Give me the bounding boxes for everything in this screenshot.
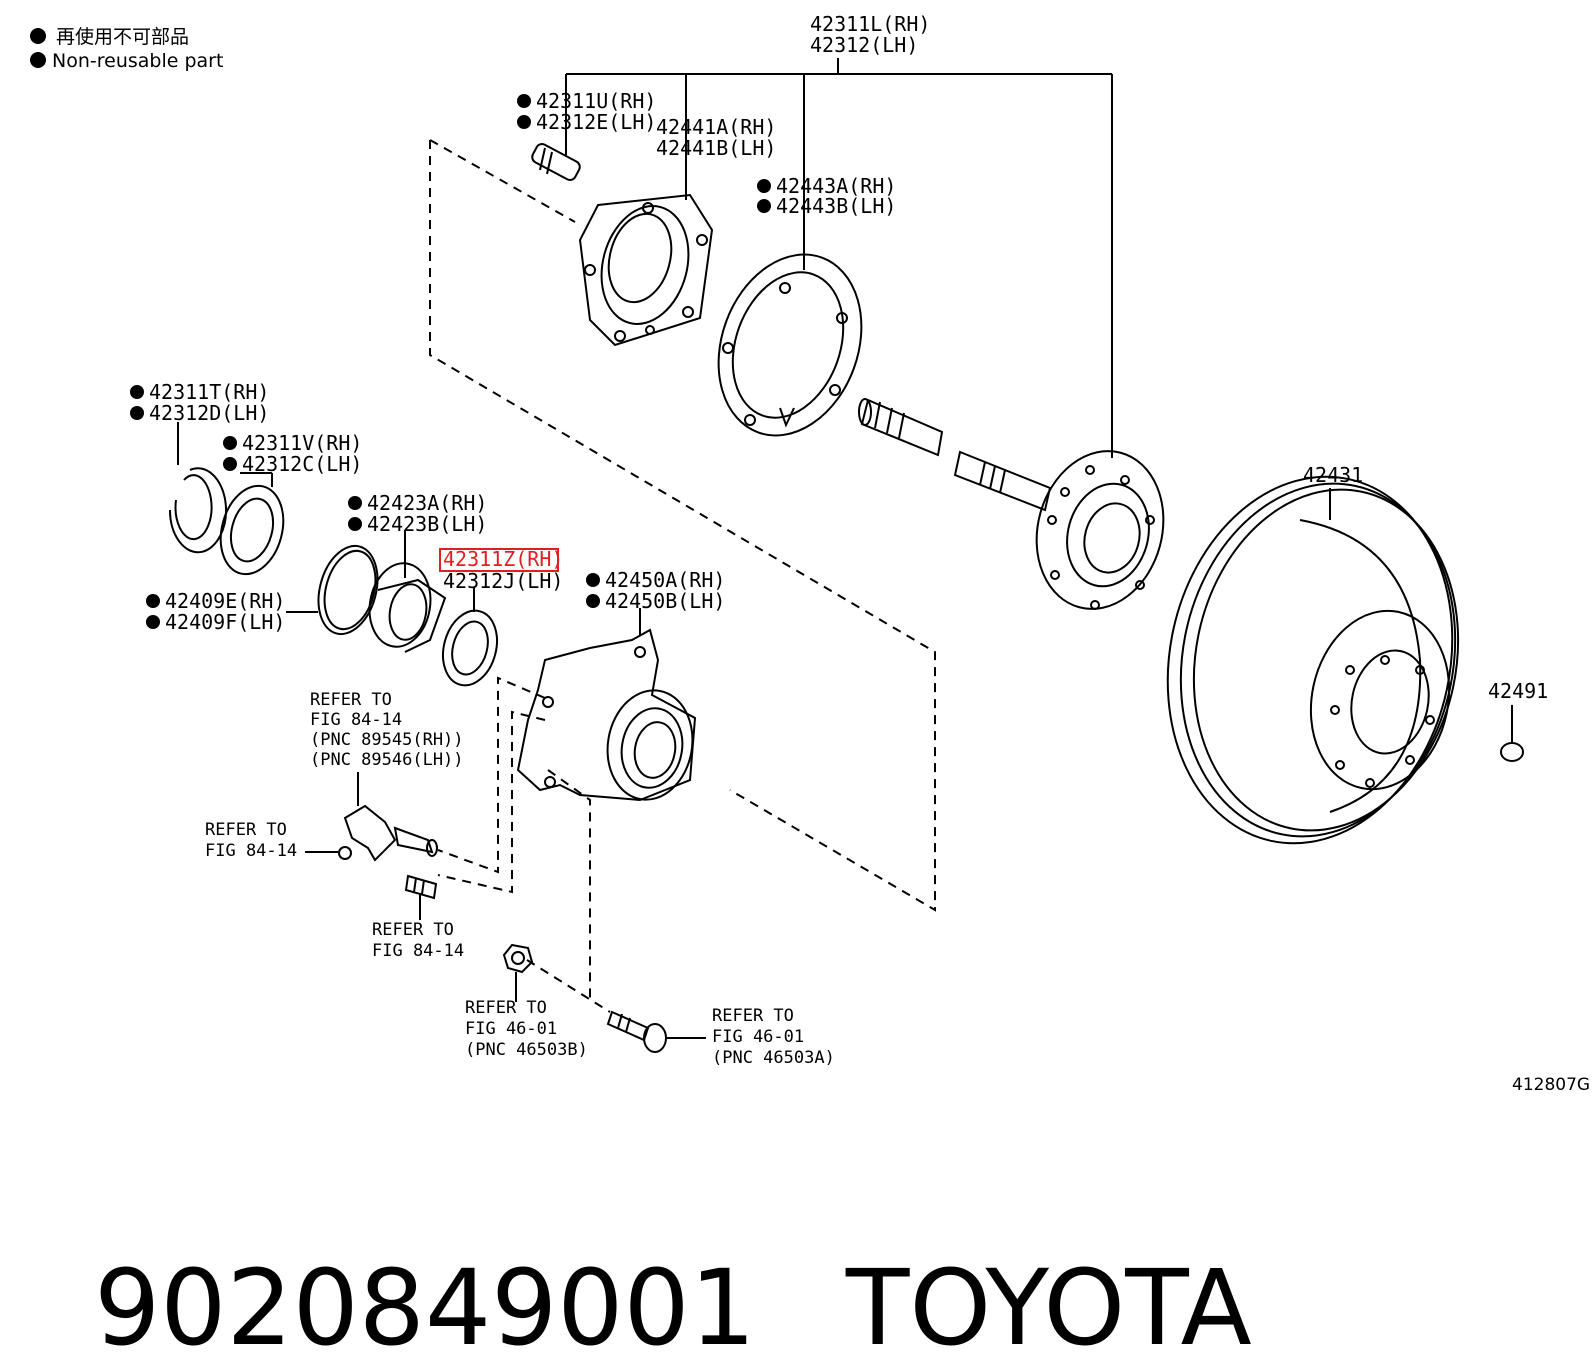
part-number: 9020849001 bbox=[94, 1247, 756, 1369]
refer-label: REFER TO bbox=[465, 998, 547, 1018]
brake-disc-part bbox=[1166, 475, 1460, 845]
refer-label: FIG 84-14 bbox=[372, 941, 464, 961]
part-label: 42311U(RH) bbox=[536, 89, 656, 113]
legend-english: Non-reusable part bbox=[52, 50, 223, 72]
figure-code: 412807G bbox=[1512, 1075, 1590, 1095]
part-label: 42409E(RH) bbox=[165, 589, 285, 613]
shaft-leader-lines bbox=[565, 58, 1113, 458]
refer-label: REFER TO bbox=[372, 920, 454, 940]
part-label: 42312(LH) bbox=[810, 33, 918, 57]
part-label: 42443B(LH) bbox=[776, 194, 896, 218]
non-reusable-dot-icon bbox=[30, 52, 46, 68]
refer-label: REFER TO bbox=[205, 820, 287, 840]
refer-label: (PNC 46503A) bbox=[712, 1048, 835, 1068]
o-ring-part bbox=[286, 544, 379, 636]
part-label: 42423A(RH) bbox=[367, 491, 487, 515]
refer-label: REFER TO bbox=[310, 690, 392, 710]
hub-bolt-part bbox=[531, 143, 581, 181]
part-label: 42450A(RH) bbox=[605, 568, 725, 592]
nut-part bbox=[502, 943, 534, 1002]
part-label-highlighted: 42311Z(RH) bbox=[443, 547, 563, 571]
part-label: 42423B(LH) bbox=[367, 512, 487, 536]
bearing-part bbox=[368, 530, 447, 653]
refer-label: FIG 46-01 bbox=[712, 1027, 804, 1047]
part-label: 42491 bbox=[1488, 679, 1548, 703]
brand-name: TOYOTA bbox=[845, 1247, 1252, 1369]
non-reusable-dot-icon bbox=[30, 28, 46, 44]
refer-label: FIG 46-01 bbox=[465, 1019, 557, 1039]
oil-seal-part bbox=[442, 588, 498, 687]
gasket-part bbox=[717, 253, 863, 437]
part-label: 42312J(LH) bbox=[443, 569, 563, 593]
snap-ring-part bbox=[168, 422, 227, 554]
part-label: 42311T(RH) bbox=[149, 380, 269, 404]
refer-label: FIG 84-14 bbox=[310, 710, 402, 730]
parts-diagram: 再使用不可部品 Non-reusable part 42311L(RH) 423… bbox=[30, 12, 1590, 1095]
part-label: 42431 bbox=[1303, 463, 1363, 487]
non-reusable-markers bbox=[130, 94, 771, 629]
part-label: 42450B(LH) bbox=[605, 589, 725, 613]
stud-part bbox=[404, 874, 438, 920]
part-label: 42443A(RH) bbox=[776, 174, 896, 198]
refer-label: REFER TO bbox=[712, 1006, 794, 1026]
part-label: 42312D(LH) bbox=[149, 401, 269, 425]
bearing-housing-part bbox=[516, 608, 697, 802]
part-label: 42312C(LH) bbox=[242, 452, 362, 476]
retainer-ring-part bbox=[219, 472, 285, 576]
refer-label: (PNC 46503B) bbox=[465, 1040, 588, 1060]
refer-label: FIG 84-14 bbox=[205, 841, 297, 861]
retainer-plate-part bbox=[578, 193, 714, 347]
axle-shaft-part bbox=[858, 398, 1165, 610]
part-label: 42441B(LH) bbox=[656, 136, 776, 160]
refer-label: (PNC 89545(RH)) bbox=[310, 730, 464, 750]
footer-title: 9020849001 TOYOTA bbox=[28, 1128, 1252, 1368]
speed-sensor-part bbox=[305, 772, 438, 862]
highlight-box bbox=[439, 548, 559, 572]
legend-japanese: 再使用不可部品 bbox=[56, 26, 189, 48]
part-label: 42312E(LH) bbox=[536, 110, 656, 134]
part-label: 42409F(LH) bbox=[165, 610, 285, 634]
part-label: 42441A(RH) bbox=[656, 115, 776, 139]
part-label: 42311V(RH) bbox=[242, 431, 362, 455]
part-label: 42311L(RH) bbox=[810, 12, 930, 36]
refer-label: (PNC 89546(LH)) bbox=[310, 750, 464, 770]
bolt-part bbox=[606, 1010, 706, 1053]
plug-part bbox=[1500, 705, 1524, 762]
